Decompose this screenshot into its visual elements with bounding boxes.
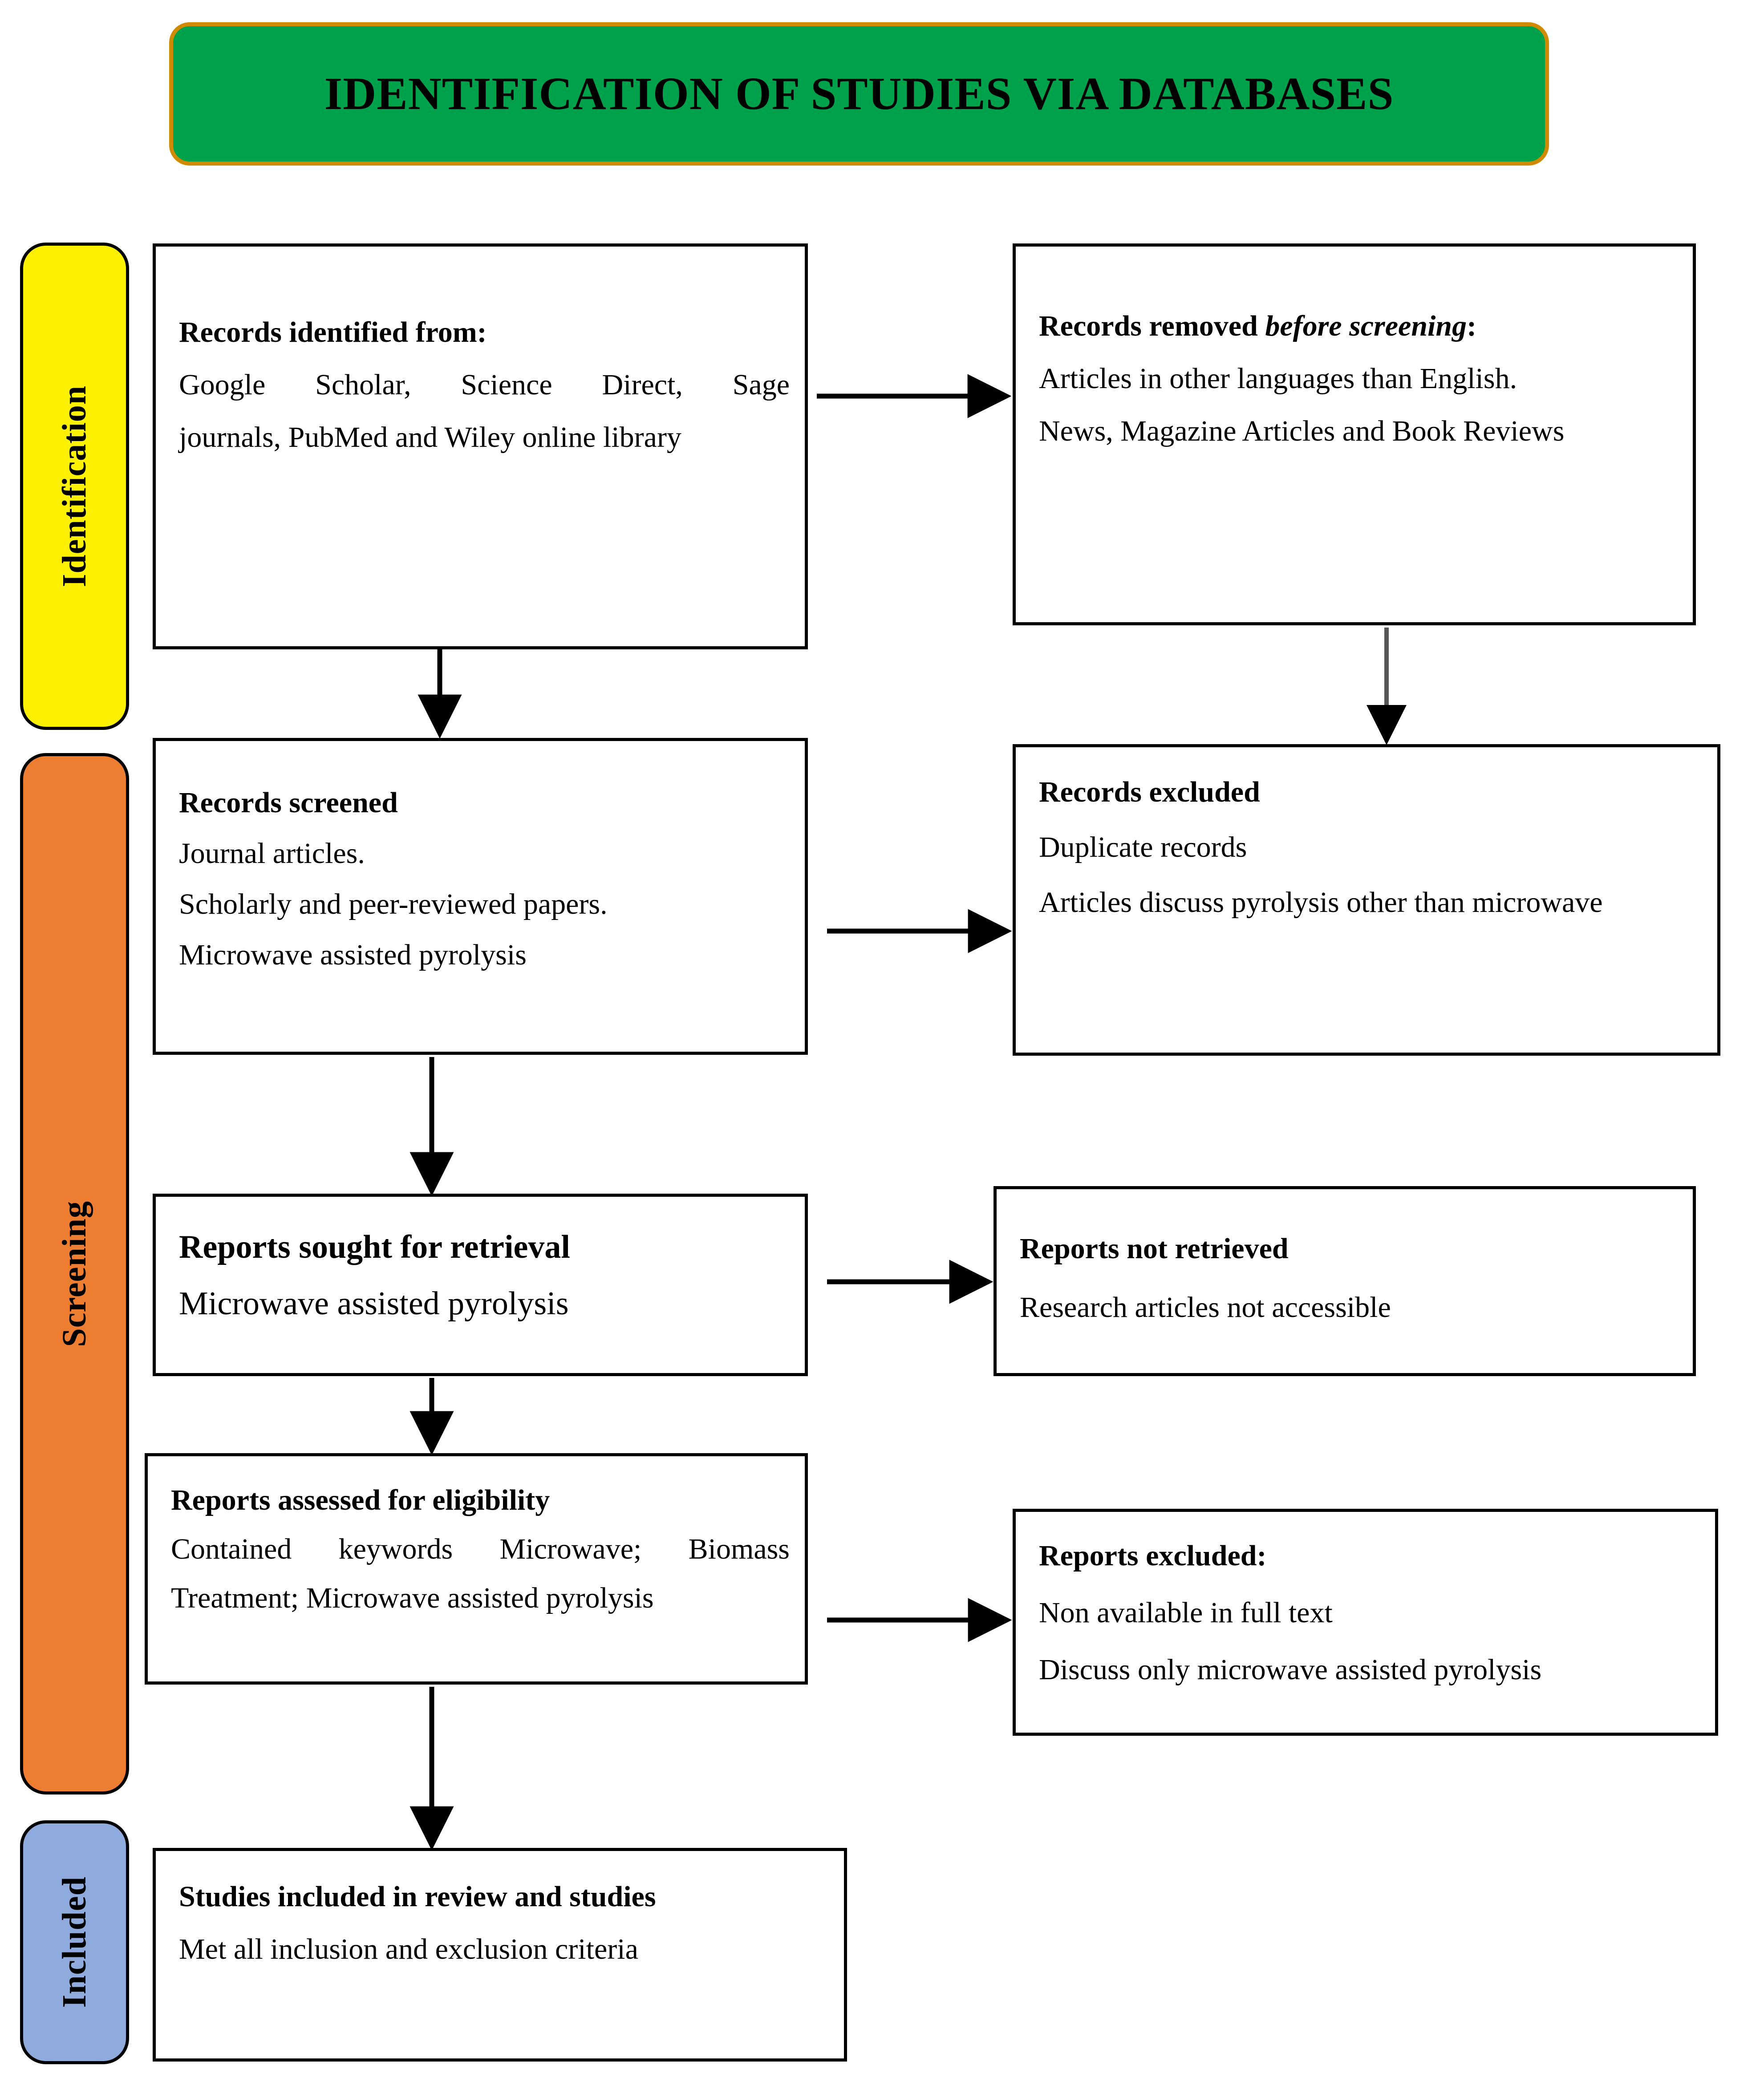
box-reports-assessed-for-eligibility: Reports assessed for eligibility Contain…	[145, 1453, 808, 1685]
box-reports-not-retrieved-line-1: Research articles not accessible	[1020, 1291, 1391, 1324]
box-records-removed-line-2: News, Magazine Articles and Book Reviews	[1039, 414, 1565, 447]
box-records-removed-heading-suffix: :	[1467, 310, 1477, 342]
box-reports-assessed-line-2: Treatment; Microwave assisted pyrolysis	[171, 1581, 654, 1614]
box-reports-sought-for-retrieval: Reports sought for retrieval Microwave a…	[153, 1194, 808, 1376]
box-records-identified-heading: Records identified from:	[179, 316, 487, 348]
box-records-excluded: Records excluded Duplicate records Artic…	[1013, 744, 1720, 1056]
box-records-screened-line-2: Scholarly and peer-reviewed papers.	[179, 887, 608, 920]
stage-label-included: Included	[20, 1820, 129, 2064]
box-records-removed-line-1: Articles in other languages than English…	[1039, 362, 1517, 395]
box-records-removed-heading-prefix: Records removed	[1039, 310, 1265, 342]
box-records-removed-heading: Records removed before screening:	[1039, 309, 1678, 344]
box-reports-assessed-line-1: Contained keywords Microwave; Biomass	[171, 1532, 790, 1565]
box-records-removed-heading-italic: before screening	[1265, 310, 1467, 342]
box-reports-not-retrieved: Reports not retrieved Research articles …	[994, 1186, 1696, 1376]
stage-label-identification: Identification	[20, 243, 129, 730]
box-reports-not-retrieved-heading: Reports not retrieved	[1020, 1232, 1289, 1265]
box-reports-excluded-line-1: Non available in full text	[1039, 1596, 1333, 1629]
diagram-title-banner: IDENTIFICATION OF STUDIES VIA DATABASES	[169, 22, 1549, 166]
box-records-screened-line-1: Journal articles.	[179, 837, 365, 870]
box-reports-sought-line-1: Microwave assisted pyrolysis	[179, 1285, 569, 1322]
box-records-screened-heading: Records screened	[179, 786, 398, 819]
box-records-excluded-line-2: Articles discuss pyrolysis other than mi…	[1039, 886, 1603, 919]
stage-label-screening: Screening	[20, 753, 129, 1794]
box-reports-excluded-line-2: Discuss only microwave assisted pyrolysi…	[1039, 1653, 1542, 1686]
box-records-screened: Records screened Journal articles. Schol…	[153, 738, 808, 1055]
box-records-excluded-heading: Records excluded	[1039, 776, 1260, 808]
box-studies-included-in-review: Studies included in review and studies M…	[153, 1848, 847, 2062]
box-reports-excluded-heading: Reports excluded:	[1039, 1539, 1267, 1572]
box-studies-included-line-1: Met all inclusion and exclusion criteria	[179, 1932, 638, 1965]
box-reports-excluded: Reports excluded: Non available in full …	[1013, 1509, 1718, 1736]
diagram-title-text: IDENTIFICATION OF STUDIES VIA DATABASES	[324, 68, 1394, 119]
box-reports-assessed-heading: Reports assessed for eligibility	[171, 1484, 550, 1516]
box-reports-sought-heading: Reports sought for retrieval	[179, 1229, 570, 1265]
box-records-excluded-line-1: Duplicate records	[1039, 830, 1247, 863]
box-studies-included-heading: Studies included in review and studies	[179, 1880, 656, 1913]
box-records-removed: Records removed before screening: Articl…	[1013, 243, 1696, 625]
box-records-identified-line-2: journals, PubMed and Wiley online librar…	[179, 421, 681, 454]
box-records-identified: Records identified from: Google Scholar,…	[153, 243, 808, 649]
box-records-identified-line-1: Google Scholar, Science Direct, Sage	[179, 368, 790, 401]
box-records-screened-line-3: Microwave assisted pyrolysis	[179, 938, 527, 971]
